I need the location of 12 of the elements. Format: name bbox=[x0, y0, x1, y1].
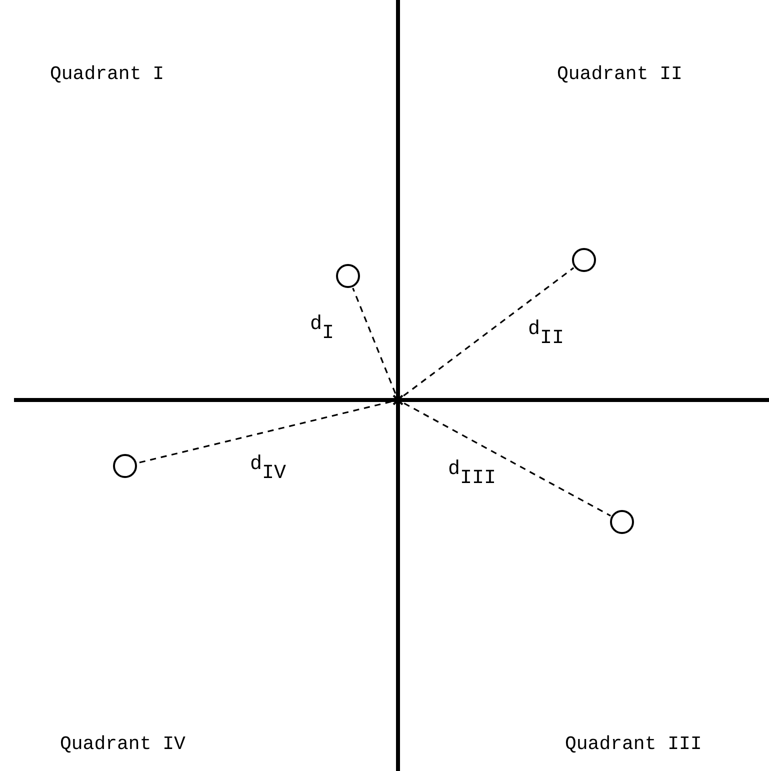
dashed-line bbox=[403, 267, 574, 396]
quadrant-label: Quadrant III bbox=[565, 733, 702, 755]
point-circle bbox=[572, 248, 596, 272]
point-circle bbox=[336, 264, 360, 288]
quadrant-label: Quadrant IV bbox=[60, 733, 186, 755]
dashed-line bbox=[404, 402, 611, 516]
quadrant-label: Quadrant I bbox=[50, 63, 164, 85]
dashed-line bbox=[352, 288, 396, 394]
dashed-line bbox=[137, 400, 392, 464]
point-circle bbox=[610, 510, 634, 534]
point-circle bbox=[113, 454, 137, 478]
quadrant-label: Quadrant II bbox=[557, 63, 682, 85]
